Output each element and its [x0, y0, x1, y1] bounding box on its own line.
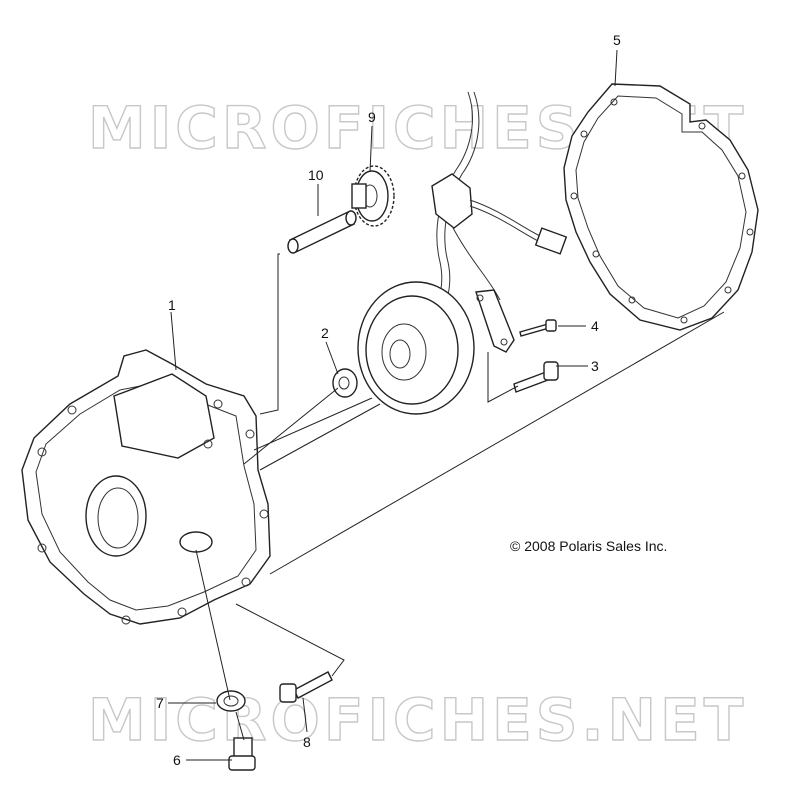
- plug-part-6: [228, 737, 256, 771]
- callout-10: 10: [308, 167, 324, 183]
- pickup-sensor: [475, 289, 515, 353]
- callout-9: 9: [368, 109, 376, 125]
- screw-part-4: [519, 319, 557, 337]
- callout-1: 1: [168, 297, 176, 313]
- washer-part-7: [216, 690, 246, 712]
- bearing-part-2: [332, 368, 358, 398]
- callout-4: 4: [591, 318, 599, 334]
- stator-part: [357, 281, 475, 415]
- assembly-lines: [195, 253, 725, 741]
- gasket-part-5: [563, 83, 759, 331]
- bolt-part-8: [279, 671, 333, 703]
- callout-3: 3: [591, 358, 599, 374]
- pin-part-10: [287, 210, 357, 254]
- callout-2: 2: [321, 325, 329, 341]
- callout-5: 5: [613, 32, 621, 48]
- callout-6: 6: [173, 752, 181, 768]
- wire-harness: [419, 91, 568, 331]
- callout-7: 7: [156, 695, 164, 711]
- bolt-part-3: [513, 361, 559, 393]
- callout-leaders: [168, 49, 618, 761]
- gear-part-9: [351, 165, 395, 227]
- cover-part-1: [21, 349, 271, 625]
- copyright-notice: © 2008 Polaris Sales Inc.: [510, 538, 667, 554]
- watermark-bottom: MICROFICHES.NET: [88, 686, 747, 754]
- callout-8: 8: [303, 734, 311, 750]
